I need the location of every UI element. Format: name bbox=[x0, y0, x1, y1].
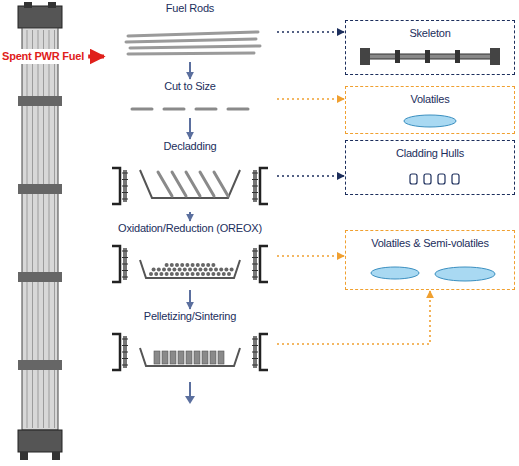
heater bbox=[112, 334, 128, 370]
heater bbox=[252, 246, 268, 282]
flow-arrow bbox=[189, 212, 191, 221]
furnace-tray bbox=[140, 260, 240, 278]
step-label: Oxidation/Reduction (OREOX) bbox=[105, 222, 275, 235]
grid-spacer bbox=[18, 272, 62, 282]
grid-spacer bbox=[18, 96, 62, 106]
furnace-tray bbox=[140, 348, 240, 366]
heater bbox=[252, 168, 268, 204]
step-label: Pelletizing/Sintering bbox=[105, 310, 275, 323]
output-label: Cladding Hulls bbox=[346, 141, 514, 160]
top-nozzle bbox=[18, 6, 62, 28]
nozzle-foot bbox=[20, 452, 28, 460]
bottom-nozzle bbox=[18, 430, 62, 452]
output-label: Volatiles & Semi-volatiles bbox=[346, 231, 514, 250]
hold-down-spring bbox=[24, 2, 32, 8]
process-step: Decladding bbox=[105, 140, 275, 212]
process-step: Fuel Rods bbox=[105, 2, 275, 62]
process-step: Oxidation/Reduction (OREOX) bbox=[105, 222, 275, 290]
byproduct-arrow bbox=[277, 175, 344, 177]
source-label: Spent PWR Fuel bbox=[0, 49, 86, 64]
output-box: Volatiles & Semi-volatiles bbox=[345, 230, 515, 290]
volatiles-semivolatiles-picture bbox=[371, 267, 495, 281]
fuel-rods-picture bbox=[126, 32, 260, 54]
heater bbox=[112, 246, 128, 282]
process-step: Cut to Size bbox=[105, 80, 275, 118]
hold-down-spring bbox=[48, 2, 56, 8]
furnaces bbox=[112, 168, 268, 370]
process-step: Pelletizing/Sintering bbox=[105, 310, 275, 378]
flow-arrow bbox=[88, 55, 104, 59]
step-label: Cut to Size bbox=[105, 80, 275, 93]
output-box: Volatiles bbox=[345, 86, 515, 134]
flow-arrow bbox=[189, 118, 191, 139]
flow-arrow bbox=[189, 290, 191, 309]
step-label: Decladding bbox=[105, 140, 275, 153]
output-box: Skeleton bbox=[345, 20, 515, 75]
output-label: Skeleton bbox=[346, 21, 514, 40]
volatiles-puddle bbox=[404, 115, 456, 127]
grid-spacer bbox=[18, 360, 62, 370]
source-label: Spent PWR Fuel bbox=[0, 49, 86, 64]
output-label: Volatiles bbox=[346, 87, 514, 106]
byproduct-arrow bbox=[277, 255, 344, 257]
nozzle-foot bbox=[52, 452, 60, 460]
fuel-assembly bbox=[18, 2, 62, 460]
cut-rods-picture bbox=[132, 108, 248, 111]
step-label: Fuel Rods bbox=[105, 2, 275, 15]
exit-arrow bbox=[185, 382, 195, 404]
flow-arrow bbox=[189, 62, 191, 79]
heater bbox=[252, 334, 268, 370]
byproduct-arrow bbox=[277, 291, 430, 344]
byproduct-arrow bbox=[277, 98, 344, 100]
heater bbox=[112, 168, 128, 204]
byproduct-arrow bbox=[277, 31, 344, 33]
furnace-tray bbox=[140, 170, 240, 198]
skeleton-picture bbox=[360, 48, 500, 65]
grid-spacer bbox=[18, 184, 62, 194]
output-box: Cladding Hulls bbox=[345, 140, 515, 195]
cladding-hulls-picture bbox=[410, 174, 459, 184]
